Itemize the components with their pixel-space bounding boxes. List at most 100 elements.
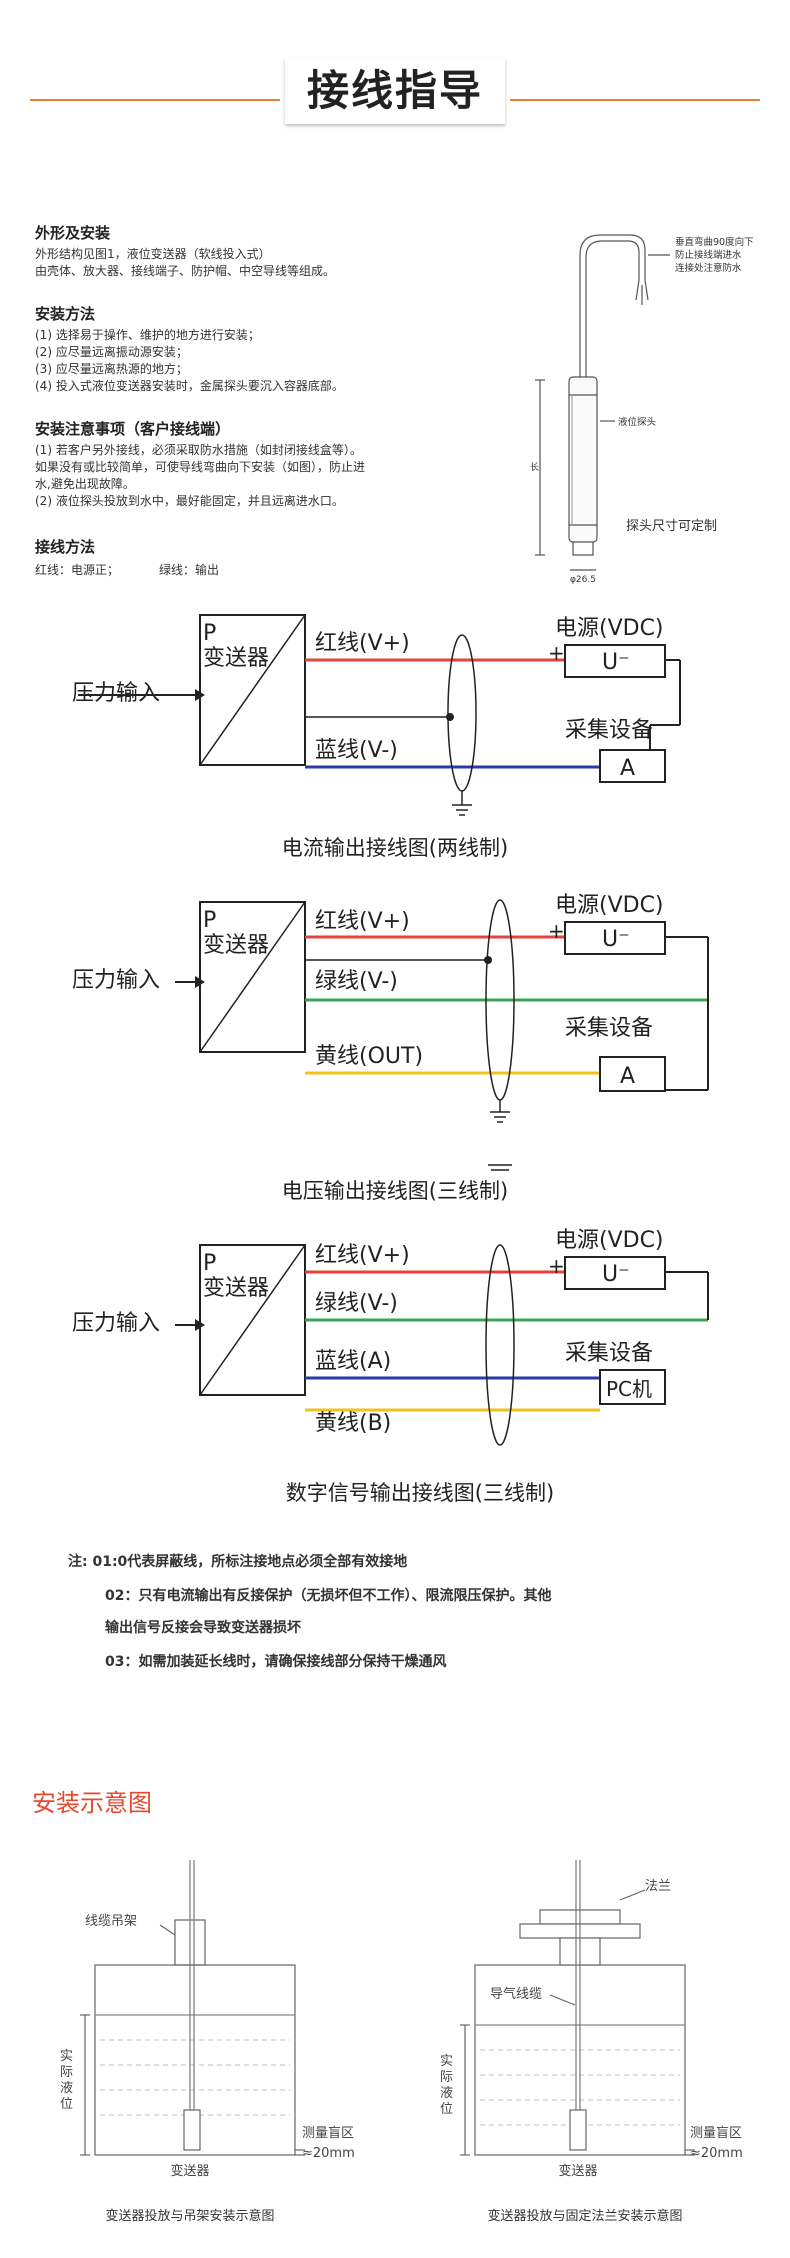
source-label: 电源(VDC) [555,893,664,918]
probe-tip [572,542,594,556]
device-box [599,1056,666,1092]
box-line2: 变送器 [203,646,269,671]
diagram-caption: 电压输出接线图(三线制) [282,1179,508,1203]
cable-leader [549,1994,576,2006]
diagram-caption: 数字信号输出接线图(三线制) [286,1481,554,1505]
flange-label: 法兰 [645,1879,671,1894]
hanger-leader [159,1924,176,1936]
source-symbol: U⁻ [602,1262,630,1287]
section-title-notes: 安装注意事项（客户接线端） [35,420,231,438]
dim-height-label: 长 [530,461,539,473]
text-line: (2) 液位探头投放到水中，最好能固定，并且远离进水口。 [35,494,344,508]
text-line: 如果没有或比较简单，可使导线弯曲向下安装（如图），防止进 [35,460,366,474]
text-line: 由壳体、放大器、接线端子、防护帽、中空导线等组成。 [35,264,336,278]
device-symbol: A [620,756,635,781]
wire-label-blue: 蓝线(A) [315,1349,391,1374]
source-label: 电源(VDC) [555,616,664,641]
level-char: 液 [440,2086,453,2101]
level-char: 际 [60,2065,73,2080]
device-symbol: PC机 [606,1377,652,1401]
section-body-install-method: (1) 选择易于操作、维护的地方进行安装； (2) 应尽量远离振动源安装； (3… [35,327,344,395]
probe-note-2: 防止接线端进水 [675,249,742,261]
section-body-notes: (1) 若客户另外接线，必须采取防水措施（如封闭接线盒等）。 如果没有或比较简单… [35,442,365,510]
probe-body [568,376,598,543]
wire-label-yellow: 黄线(OUT) [315,1044,423,1069]
source-plus: + [548,1254,565,1278]
transmitter-label: 变送器 [558,2163,597,2179]
hanger-label: 线缆吊架 [85,1913,137,1929]
section-title-shape: 外形及安装 [35,224,111,242]
level-char: 实 [440,2054,453,2069]
section-title-install-method: 安装方法 [35,305,96,323]
level-char: 液 [60,2081,73,2096]
box-line1: P [203,1251,216,1276]
cable-end-strands [635,279,649,305]
transmitter-box [199,901,306,1053]
blind-value: ≈20mm [690,2146,743,2161]
input-label: 压力输入 [72,968,160,993]
level-char: 实 [60,2049,73,2064]
note-4: 03：如需加装延长线时，请确保接线部分保持干燥通风 [105,1654,447,1670]
transmitter-diagonal [199,614,306,766]
wire-label-red: 红线(V+) [315,631,410,656]
wiring-diagram-voltage: 压力输入 P 变送器 红线(V+) 绿线(V-) 黄线(OUT) 电源(VDC)… [72,893,709,1203]
transmitter-left [183,2109,201,2151]
text-line: 水,避免出现故障。 [35,477,135,491]
source-plus: + [548,919,565,943]
blind-label: 测量盲区 [690,2125,742,2141]
install-figure-flange: 法兰 导气线缆 实 际 液 位 测量盲区 ≈20mm 变送器 变送器投放与固定法… [440,1860,743,2224]
transmitter-diagonal [199,1244,306,1396]
wiring-green: 绿线：输出 [159,563,220,577]
shield-ellipse [485,1244,515,1446]
dim-diameter-label: φ26.5 [570,575,596,585]
box-line1: P [203,908,216,933]
text-line: (1) 选择易于操作、维护的地方进行安装； [35,328,260,342]
source-box [564,921,666,955]
wire-label-green: 绿线(V-) [315,1291,398,1316]
shield-junction [484,956,492,964]
section-body-wiring: 红线：电源正； 绿线：输出 [35,562,219,579]
cable-bend-inner [585,240,640,470]
header-divider-left [30,99,280,101]
device-label: 采集设备 [565,718,653,743]
text-line: (1) 若客户另外接线，必须采取防水措施（如封闭接线盒等）。 [35,443,362,457]
install-caption: 变送器投放与吊架安装示意图 [105,2208,274,2224]
diagram-caption: 电流输出接线图(两线制) [282,836,508,860]
box-line2: 变送器 [203,1276,269,1301]
wiring-diagram-digital: 压力输入 P 变送器 红线(V+) 绿线(V-) 蓝线(A) 黄线(B) 电源(… [72,1228,709,1505]
note-3: 输出信号反接会导致变送器损坏 [105,1620,301,1636]
wire-label-red: 红线(V+) [315,909,410,934]
source-label: 电源(VDC) [555,1228,664,1253]
wiring-red: 红线：电源正； [35,563,120,577]
wire-label-blue: 蓝线(V-) [315,738,398,763]
device-label: 采集设备 [565,1016,653,1041]
header-box [285,58,505,124]
text-line: 外形结构见图1，液位变送器（软线投入式） [35,247,271,261]
level-char: 际 [440,2070,453,2085]
text-line: (2) 应尽量远离振动源安装； [35,345,188,359]
probe-note-3: 连接处注意防水 [675,262,742,274]
header-divider-right [510,99,760,101]
cable-label: 导气线缆 [490,1986,542,2002]
device-box [599,749,666,783]
blind-value: ≈20mm [302,2146,355,2161]
custom-size-text: 探头尺寸可定制 [626,519,717,534]
transmitter-right [569,2109,587,2151]
probe-note-1: 垂直弯曲90度向下 [675,236,754,248]
section-title-wiring: 接线方法 [35,538,96,556]
source-plus: + [548,641,565,665]
input-label: 压力输入 [72,681,160,706]
device-box [599,1369,666,1405]
probe-figure: 垂直弯曲90度向下 防止接线端进水 连接处注意防水 液位探头 长 φ26.5 探… [530,234,754,585]
box-line2: 变送器 [203,933,269,958]
wiring-diagram-current: 压力输入 P 变送器 红线(V+) 蓝线(V-) 电源(VDC) + U⁻ 采集… [72,614,681,860]
flange-leader [619,1889,646,1901]
device-label: 采集设备 [565,1341,653,1366]
note-2: 02：只有电流输出有反接保护（无损坏但不工作）、限流限压保护。其他 [105,1588,552,1604]
device-symbol: A [620,1064,635,1089]
section-body-shape: 外形结构见图1，液位变送器（软线投入式） 由壳体、放大器、接线端子、防护帽、中空… [35,246,335,280]
wire-label-yellow: 黄线(B) [315,1411,391,1436]
wire-label-red: 红线(V+) [315,1243,410,1268]
note-1: 注: 01:0代表屏蔽线，所标注接地点必须全部有效接地 [68,1554,408,1570]
probe-drawing [535,234,670,571]
